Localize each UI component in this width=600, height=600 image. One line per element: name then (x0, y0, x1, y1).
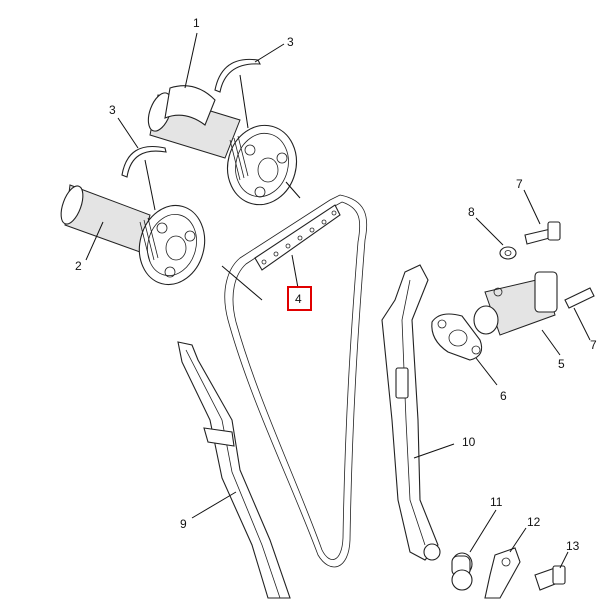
callout-6[interactable]: 6 (475, 357, 507, 403)
callout-7-upper[interactable]: 7 (516, 177, 541, 225)
camshaft-clip-drawings (121, 58, 261, 178)
callout-1[interactable]: 1 (184, 16, 200, 89)
callout-2[interactable]: 2 (75, 221, 104, 273)
callout-7-right-number: 7 (590, 338, 597, 352)
callout-3-upper-number: 3 (287, 35, 294, 49)
callout-5-number: 5 (558, 357, 565, 371)
callout-1-number: 1 (193, 16, 200, 30)
camshaft-exhaust-drawing (147, 85, 297, 206)
camshaft-intake-drawing (60, 184, 206, 286)
callout-4-highlight-box (287, 286, 312, 311)
callout-9-number: 9 (180, 517, 187, 531)
callout-7-right[interactable]: 7 (573, 307, 597, 352)
tensioner-gasket-drawing (431, 313, 483, 361)
callout-9[interactable]: 9 (180, 491, 237, 531)
chain-guide-intake-drawing (177, 341, 291, 599)
callout-6-number: 6 (500, 389, 507, 403)
callout-8-number: 8 (468, 205, 475, 219)
callout-3-upper[interactable]: 3 (239, 35, 294, 129)
callout-4[interactable]: 4 (221, 181, 312, 311)
callout-3-lower-number: 3 (109, 103, 116, 117)
callout-3-lower[interactable]: 3 (109, 103, 156, 211)
chain-tensioner-drawing (473, 271, 558, 336)
callout-11[interactable]: 11 (469, 495, 503, 553)
callout-8[interactable]: 8 (468, 205, 504, 246)
bolt-and-washer-drawings (499, 221, 595, 309)
callout-10-number: 10 (462, 435, 476, 449)
callout-12-number: 12 (527, 515, 541, 529)
callout-2-number: 2 (75, 259, 82, 273)
cam-chain-drawing (224, 194, 368, 568)
callout-12[interactable]: 12 (509, 515, 541, 553)
callout-10[interactable]: 10 (413, 435, 476, 459)
collar-stopper-bolt-drawings (451, 547, 566, 599)
callout-5[interactable]: 5 (541, 329, 565, 371)
callout-7-upper-number: 7 (516, 177, 523, 191)
callout-11-number: 11 (490, 495, 503, 509)
chain-guide-exhaust-drawing (381, 264, 441, 561)
callout-4-number: 4 (295, 292, 302, 306)
callout-13-number: 13 (566, 539, 580, 553)
callout-13[interactable]: 13 (559, 539, 580, 569)
